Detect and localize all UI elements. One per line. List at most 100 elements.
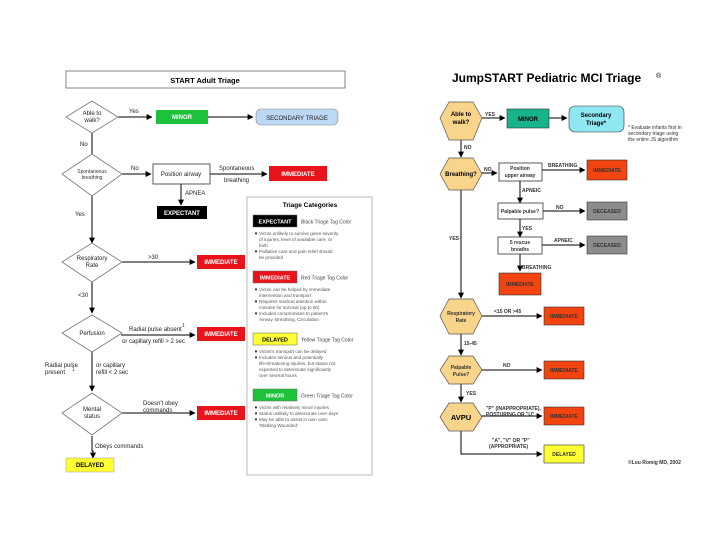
legend-bullet-dot bbox=[254, 300, 258, 303]
jump-rr-abnormal-label: <15 OR >45 bbox=[494, 309, 521, 315]
jumpstart-registered-mark: ® bbox=[656, 72, 662, 80]
mental-status-line-2: status bbox=[84, 414, 100, 420]
doesnt-obey-line-1: Doesn't obey bbox=[143, 401, 178, 407]
jump-avpu-bad-line-1: "P" (INAPPROPRIATE), bbox=[486, 406, 542, 412]
legend-bullet-text: Includes compromises to patient's bbox=[259, 311, 329, 316]
jump-breathing-lbl: BREATHING bbox=[548, 163, 577, 169]
immediate-box-1 bbox=[269, 166, 327, 181]
legend-bullet-text: expected to deteriorate significantly bbox=[259, 367, 332, 372]
jump-minor-box bbox=[506, 108, 550, 129]
jump-palpable-pulse-q-label: Palpable pulse? bbox=[501, 209, 539, 215]
start-adult-triage-flowchart: START Adult Triage Able to walk? Spontan… bbox=[45, 70, 346, 473]
legend-bullet-dot bbox=[254, 250, 258, 253]
legend-bullet-dot bbox=[254, 232, 258, 235]
perfusion-label: Perfusion bbox=[79, 331, 104, 337]
jump-breathing2-label: BREATHING bbox=[522, 265, 551, 271]
jump-immediate-label-3: IMMEDIATE bbox=[550, 314, 578, 320]
jump-respiratory-rate-hexagon bbox=[439, 298, 483, 335]
immediate-box-3 bbox=[197, 327, 245, 341]
jump-copyright: ©Lou Romig MD, 2002 bbox=[628, 459, 681, 466]
expectant-label: EXPECTANT bbox=[164, 211, 200, 217]
legend-bullet-text: Includes serious and potentially bbox=[259, 355, 324, 360]
jump-immediate-label-4: IMMEDIATE bbox=[550, 368, 578, 374]
legend-tag-2 bbox=[252, 332, 298, 346]
jumpstart-pediatric-flowchart: JumpSTART Pediatric MCI Triage ® Able to… bbox=[439, 71, 682, 466]
doesnt-obey-line-2: commands bbox=[143, 408, 172, 414]
jump-rescue-breaths-line-2: breaths bbox=[511, 247, 529, 253]
jump-deceased-box-1 bbox=[586, 201, 628, 221]
jump-immediate-box-3 bbox=[543, 306, 585, 326]
lt30-label: <30 bbox=[78, 293, 89, 299]
jump-deceased-label-1: DECEASED bbox=[593, 209, 621, 215]
legend-bullet-text: May be able to assist in own care: bbox=[259, 417, 328, 422]
delayed-label: DELAYED bbox=[76, 463, 105, 469]
jump-delayed-box bbox=[543, 444, 585, 464]
no-breath-label: No bbox=[131, 166, 139, 172]
minor-box bbox=[156, 110, 208, 124]
legend-bullet-text: Status unlikely to deteriorate over days bbox=[259, 411, 339, 416]
legend-tag-1 bbox=[252, 270, 298, 284]
legend-bullet-text: intervention and transport bbox=[259, 293, 312, 298]
jump-immediate-label-5: IMMEDIATE bbox=[550, 414, 578, 420]
immediate-label-3: IMMEDIATE bbox=[204, 332, 237, 338]
jump-palpable-pulse-box bbox=[497, 202, 544, 220]
legend-tag-0 bbox=[252, 214, 298, 228]
cap-refill-lt2-line-1: or capillary bbox=[96, 363, 125, 369]
jump-rescue-breaths-box bbox=[497, 236, 543, 255]
legend-tag-label-2: DELAYED bbox=[262, 338, 288, 344]
jump-deceased-box-2 bbox=[586, 235, 628, 255]
start-title-box bbox=[65, 70, 346, 89]
spont-breathing-line-2: breathing bbox=[82, 175, 103, 181]
jump-secondary-line-1: Secondary bbox=[581, 113, 612, 119]
legend-bullet-text: Requires medical attention within bbox=[259, 299, 327, 304]
jump-note-line-1: * Evaluate infants first in bbox=[628, 125, 682, 131]
jump-no-breath-label: NO bbox=[484, 167, 492, 173]
jump-apneic2-label: APNEIC bbox=[554, 238, 573, 244]
legend-title: Triage Categories bbox=[283, 202, 338, 209]
radial-absent-label: Radial pulse absent bbox=[129, 327, 182, 333]
footnote-mark-1: 1 bbox=[182, 323, 185, 329]
spontaneous-breathing-line-2: breathing bbox=[224, 178, 249, 184]
gt30-label: >30 bbox=[148, 255, 159, 261]
jump-resp-rate-line-1: Respiratory bbox=[447, 311, 475, 317]
delayed-box bbox=[65, 457, 115, 473]
jump-rr-normal-label: 15-45 bbox=[464, 341, 477, 347]
jump-able-to-walk-line-1: Able to bbox=[451, 112, 472, 118]
jump-apneic-label: APNEIC bbox=[522, 188, 541, 194]
apnea-label: APNEA bbox=[185, 191, 205, 197]
jump-immediate-box-5 bbox=[543, 406, 585, 426]
jump-note-line-2: secondary triage using bbox=[628, 131, 679, 137]
minor-label: MINOR bbox=[172, 115, 193, 121]
jumpstart-title: JumpSTART Pediatric MCI Triage bbox=[452, 71, 641, 85]
mental-status-line-1: Mental bbox=[83, 407, 101, 413]
legend-bullet-text: minutes for survival (up to 60) bbox=[259, 305, 320, 310]
legend-color-label-2: Yellow Triage Tag Color bbox=[301, 338, 354, 344]
jump-immediate-box-4 bbox=[543, 360, 585, 380]
jump-yes-pulse-label: YES bbox=[522, 226, 533, 232]
jump-immediate-label-2: IMMEDIATE bbox=[506, 282, 534, 288]
radial-present-line-2: present bbox=[45, 370, 65, 376]
jump-palpable-pulse-line-1: Palpable bbox=[451, 365, 472, 371]
jump-minor-label: MINOR bbox=[518, 117, 539, 123]
radial-present-line-1: Radial pulse bbox=[45, 363, 79, 369]
legend-bullet-text: 'Walking Wounded' bbox=[259, 423, 298, 428]
spont-breathing-line-1: Spontaneous bbox=[77, 169, 107, 175]
legend-bullet-dot bbox=[254, 312, 258, 315]
jump-no-palpable-label: NO bbox=[503, 363, 511, 369]
legend-bullet-text: be provided bbox=[259, 255, 283, 260]
jump-rescue-breaths-line-1: 5 rescue bbox=[510, 240, 531, 246]
secondary-triage-box bbox=[255, 108, 339, 126]
spontaneous-breathing-diamond bbox=[61, 153, 123, 197]
legend-color-label-1: Red Triage Tag Color bbox=[301, 276, 348, 282]
legend-bullet-text: Victim's transport can be delayed bbox=[259, 349, 327, 354]
legend-bullet-text: Palliative care and pain relief should bbox=[259, 249, 333, 254]
mental-status-diamond bbox=[61, 392, 123, 436]
able-to-walk-line-2: walk? bbox=[83, 118, 100, 124]
jump-able-to-walk-line-2: walk? bbox=[452, 120, 470, 126]
legend-bullet-text: Victim with relatively minor injuries bbox=[259, 405, 330, 410]
jump-palpable-pulse-hexagon bbox=[439, 355, 483, 385]
able-to-walk-line-1: Able to bbox=[83, 111, 102, 117]
jump-secondary-triage-box bbox=[568, 105, 625, 133]
legend-tag-label-3: MINOR bbox=[266, 394, 284, 400]
